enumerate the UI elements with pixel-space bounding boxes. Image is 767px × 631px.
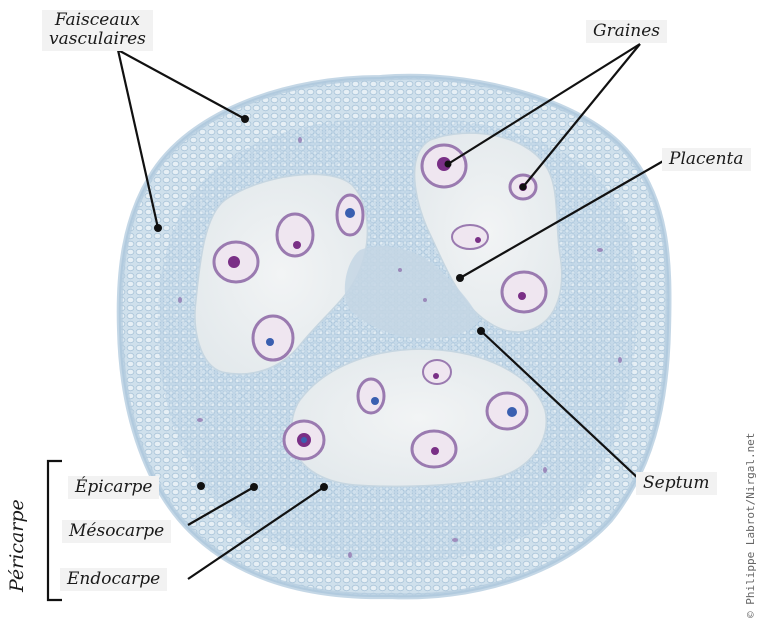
seed: [422, 145, 466, 187]
leader-line-faisceaux-a: [118, 50, 245, 119]
seed: [358, 379, 384, 413]
seed: [487, 393, 527, 429]
label-epicarpe: Épicarpe: [68, 476, 159, 499]
label-faisceaux-line1: Faisceaux: [49, 11, 146, 30]
seed: [452, 225, 488, 249]
photo-credit: © Philippe Labrot/Nirgal.net: [744, 433, 757, 618]
seed: [284, 421, 324, 459]
seed: [502, 272, 546, 312]
label-pericarpe: Péricarpe: [6, 499, 28, 592]
seed: [412, 431, 456, 467]
label-faisceaux-vasculaires: Faisceaux vasculaires: [42, 10, 153, 51]
label-graines: Graines: [586, 20, 667, 43]
label-placenta: Placenta: [662, 148, 751, 171]
label-septum: Septum: [636, 472, 717, 495]
label-mesocarpe: Mésocarpe: [62, 520, 171, 543]
seed: [214, 242, 258, 282]
seed: [337, 195, 363, 235]
label-endocarpe: Endocarpe: [60, 568, 167, 591]
seed: [277, 214, 313, 256]
seed: [253, 316, 293, 360]
seed: [423, 360, 451, 384]
label-faisceaux-line2: vasculaires: [49, 30, 146, 49]
